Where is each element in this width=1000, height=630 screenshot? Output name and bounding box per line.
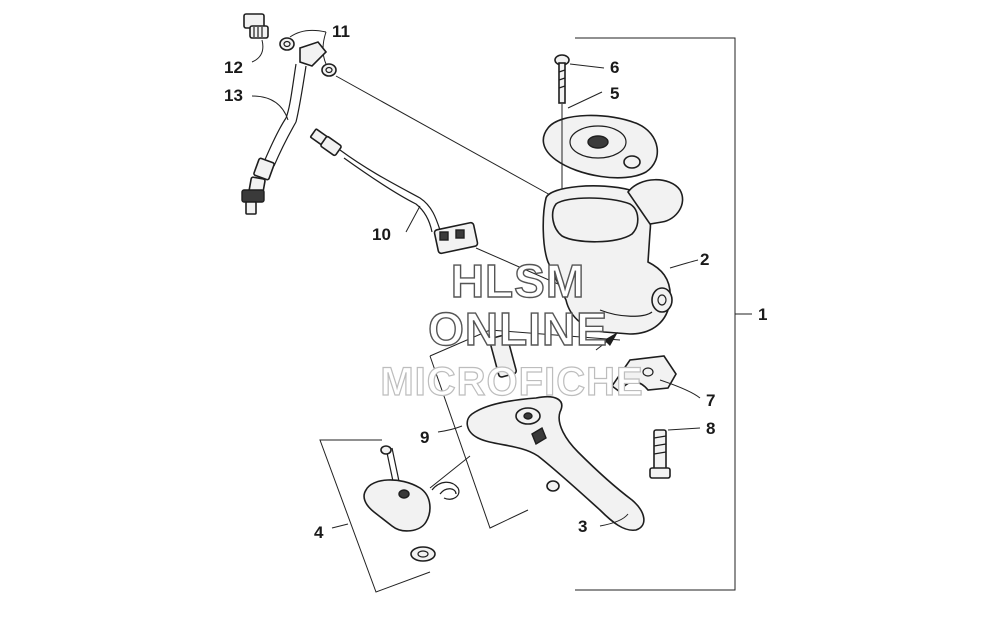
callout-3: 3 bbox=[578, 517, 587, 536]
brake-lever-3 bbox=[466, 396, 645, 532]
callout-8: 8 bbox=[706, 419, 715, 438]
cap-screw-6 bbox=[554, 54, 605, 196]
callout-13: 13 bbox=[224, 86, 243, 105]
watermark: HLSM ONLINE MICROFICHE bbox=[380, 254, 644, 404]
reservoir-cap-5 bbox=[542, 91, 659, 179]
watermark-line-1: HLSM bbox=[451, 255, 585, 307]
assembly-bracket-1 bbox=[575, 37, 752, 591]
watermark-line-2: ONLINE bbox=[428, 303, 608, 355]
assembly-arrow bbox=[595, 332, 618, 351]
master-cylinder-2 bbox=[542, 179, 699, 335]
callout-2: 2 bbox=[700, 250, 709, 269]
clamp-bolt-8 bbox=[649, 427, 701, 479]
callout-12: 12 bbox=[224, 58, 243, 77]
brake-switch-wire-10 bbox=[309, 128, 479, 255]
brake-hose-13 bbox=[241, 41, 328, 215]
handlebar-clamp-7 bbox=[610, 355, 701, 399]
callout-11: 11 bbox=[332, 22, 350, 41]
callout-5: 5 bbox=[610, 84, 619, 103]
callout-7: 7 bbox=[706, 391, 715, 410]
callout-1: 1 bbox=[758, 305, 767, 324]
pivot-pin-9 bbox=[429, 329, 621, 529]
watermark-line-3: MICROFICHE bbox=[380, 360, 643, 404]
callout-labels: 1 2 3 4 5 6 7 8 9 10 11 12 13 bbox=[224, 22, 767, 542]
lever-lock-4 bbox=[319, 439, 471, 593]
banjo-bolt-12 bbox=[243, 13, 269, 63]
callout-9: 9 bbox=[420, 428, 429, 447]
callout-6: 6 bbox=[610, 58, 619, 77]
callout-10: 10 bbox=[372, 225, 391, 244]
crush-washers-11 bbox=[279, 29, 337, 77]
callout-4: 4 bbox=[314, 523, 324, 542]
